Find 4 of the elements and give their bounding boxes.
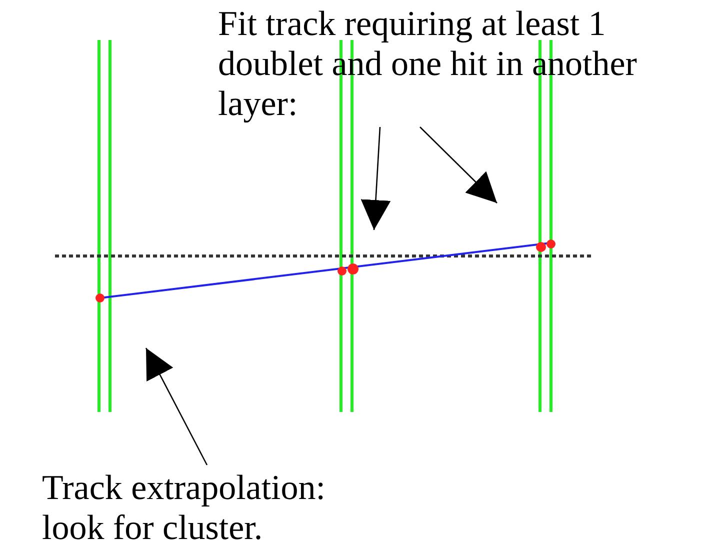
annotation-text: Track extrapolation: look for cluster. <box>42 468 362 548</box>
leader-arrow <box>145 348 208 466</box>
leader-arrow <box>420 126 498 204</box>
leader-arrow <box>360 126 391 230</box>
